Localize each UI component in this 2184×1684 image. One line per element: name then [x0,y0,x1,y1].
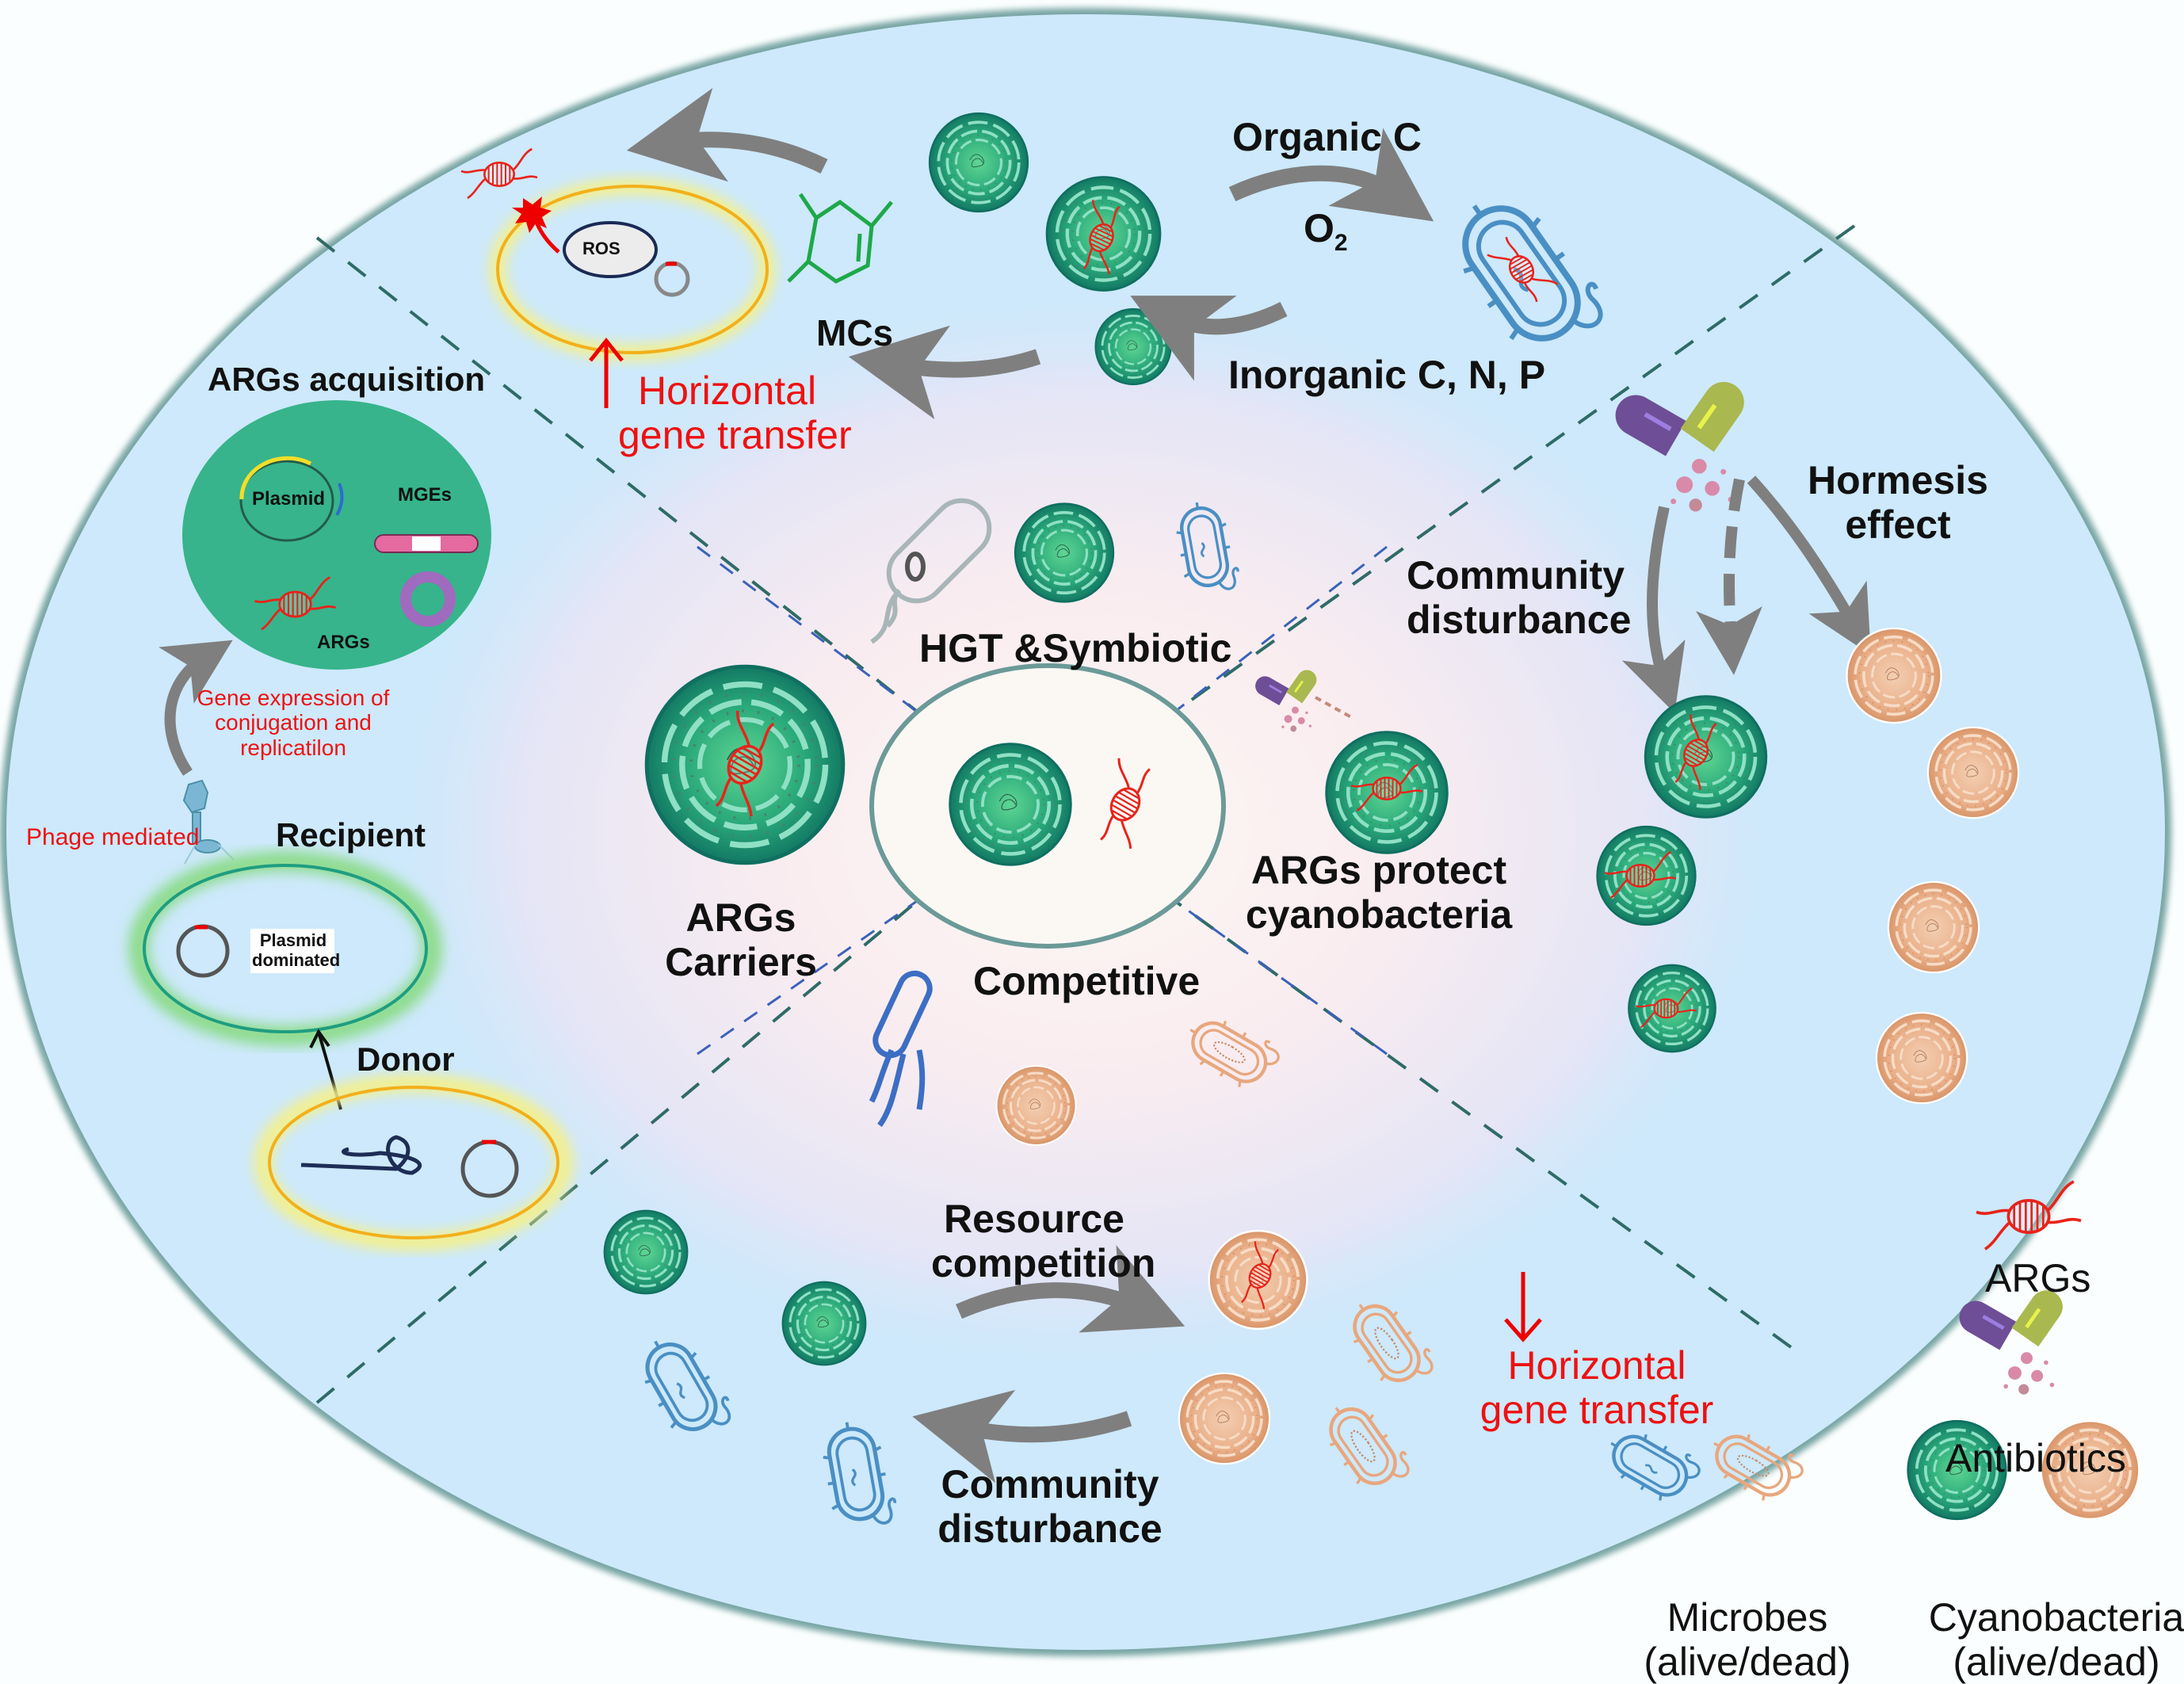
resource-competition-label: Resource competition [931,1197,1156,1285]
gene-expression-line1: Gene expression of [197,685,390,710]
phage-icon [182,779,235,865]
right-dead-cyanobacterium-1 [1845,627,1943,724]
args-acquisition-cell [182,400,491,670]
o2-subscript: 2 [1334,230,1348,256]
legend-args-label: ARGs [1985,1256,2091,1300]
center-cyanobacterium [950,744,1071,865]
community-disturbance-bottom-line1: Community [941,1462,1159,1506]
hgt-up-line1: Horizontal [638,368,817,413]
plasmid-dominated-line2: dominated [252,949,341,970]
community-disturbance-arrow [1621,506,1686,713]
recipient-label: Recipient [276,816,426,853]
mcs-label: MCs [816,312,894,353]
dashed-arrow [1696,478,1762,675]
args-protect-line1: ARGs protect [1250,848,1507,892]
gene-expression-line3: replicatilon [240,735,346,760]
args-carriers-line2: Carriers [665,940,817,984]
quadrant-dividers [315,224,1856,1404]
legend-microbes-label: Microbes (alive/dead) [1636,1595,1858,1684]
competitive-bacillus-icon [869,970,933,1128]
mcs-to-ros-arrow [626,87,828,182]
resource-competition-line2: competition [931,1241,1156,1285]
args-small-label: ARGs [317,632,370,653]
hgt-down-line1: Horizontal [1507,1343,1686,1388]
legend-cyanobacteria-label: Cyanobacteria (alive/dead) [1926,1595,2184,1684]
gene-expression-line2: conjugation and [215,710,372,735]
args-carriers-label: ARGs Carriers [662,895,820,984]
organic-c-arrow [1228,128,1434,222]
args-protect-line2: cyanobacteria [1245,892,1513,937]
o2-main: O [1304,206,1334,250]
hormesis-arrow [1747,475,1871,655]
bottom-dead-cyanobacterium-2 [1178,1372,1271,1465]
right-dead-cyanobacterium-4 [1875,1011,1968,1105]
gene-expression-arrow [158,640,233,776]
microcystin-molecule-icon [787,193,893,284]
hormesis-line2: effect [1845,502,1951,547]
competitive-label: Competitive [973,959,1201,1003]
o2-label: O2 [1304,206,1348,257]
resource-competition-line1: Resource [944,1197,1124,1241]
ros-cell [490,178,775,361]
hgt-up-label: Horizontal gene transfer [618,368,852,457]
bottom-cyanobacterium-2 [781,1280,868,1367]
hormesis-line1: Hormesis [1808,458,1988,502]
hgt-cyanobacterium [1014,502,1115,604]
plasmid-dominated-label: Plasmid dominated [252,930,341,970]
phage-mediated-label: Phage mediated [26,824,200,850]
hormesis-label: Hormesis effect [1799,458,1997,547]
top-cyanobacterium-1 [930,113,1028,212]
community-disturbance-right-label: Community disturbance [1407,553,1631,642]
inorganic-arrow [1130,296,1288,381]
hgt-up-line2: gene transfer [618,413,852,457]
mges-label: MGEs [398,484,452,506]
protect-dashed-arrow [1315,696,1352,719]
args-carriers-line1: ARGs [685,895,796,940]
organic-c-label: Organic C [1232,115,1422,159]
legend-microbes-line2: (alive/dead) [1644,1640,1851,1684]
community-disturbance-bottom-label: Community disturbance [931,1462,1169,1551]
to-mcs-arrow [848,325,1041,420]
ghost-bacillus-icon [870,498,992,644]
community-disturbance-right-line1: Community [1407,553,1625,598]
legend-antibiotics-label: Antibiotics [1945,1436,2126,1480]
right-dead-cyanobacterium-3 [1887,880,1980,974]
community-disturbance-bottom-arrow [912,1389,1132,1484]
resource-competition-arrow [955,1245,1186,1333]
plasmid-dominated-line1: Plasmid [259,930,327,950]
community-disturbance-bottom-line2: disturbance [937,1506,1163,1551]
plasmid-label: Plasmid [252,488,326,510]
right-dead-cyanobacterium-2 [1926,725,2020,819]
bottom-cyanobacterium-1 [602,1209,689,1296]
args-acquisition-title: ARGs acquisition [208,361,486,398]
hgt-down-label: Horizontal gene transfer [1470,1343,1724,1432]
recipient-cell [128,851,442,1046]
hgt-symbiotic-label: HGT &Symbiotic [919,626,1232,670]
competitive-dead-cyanobacterium [995,1064,1078,1147]
hgt-down-arrow [1504,1272,1542,1342]
ros-label: ROS [582,239,620,258]
legend-microbes-line1: Microbes [1667,1595,1828,1640]
legend-cyanobacteria-line1: Cyanobacteria [1928,1595,2184,1640]
inorganic-label: Inorganic C, N, P [1228,353,1546,397]
hgt-up-arrow [589,337,624,408]
community-disturbance-right-line2: disturbance [1407,598,1632,642]
gene-expression-label: Gene expression of conjugation and repli… [194,685,392,760]
quadrant-dividers-inner [697,545,1388,1056]
donor-cell [254,1075,573,1251]
top-cyanobacterium-3 [1094,307,1173,386]
donor-label: Donor [357,1041,455,1078]
args-protect-label: ARGs protect cyanobacteria [1236,848,1522,937]
legend-cyanobacteria-line2: (alive/dead) [1953,1640,2160,1684]
hgt-down-line2: gene transfer [1480,1388,1714,1432]
